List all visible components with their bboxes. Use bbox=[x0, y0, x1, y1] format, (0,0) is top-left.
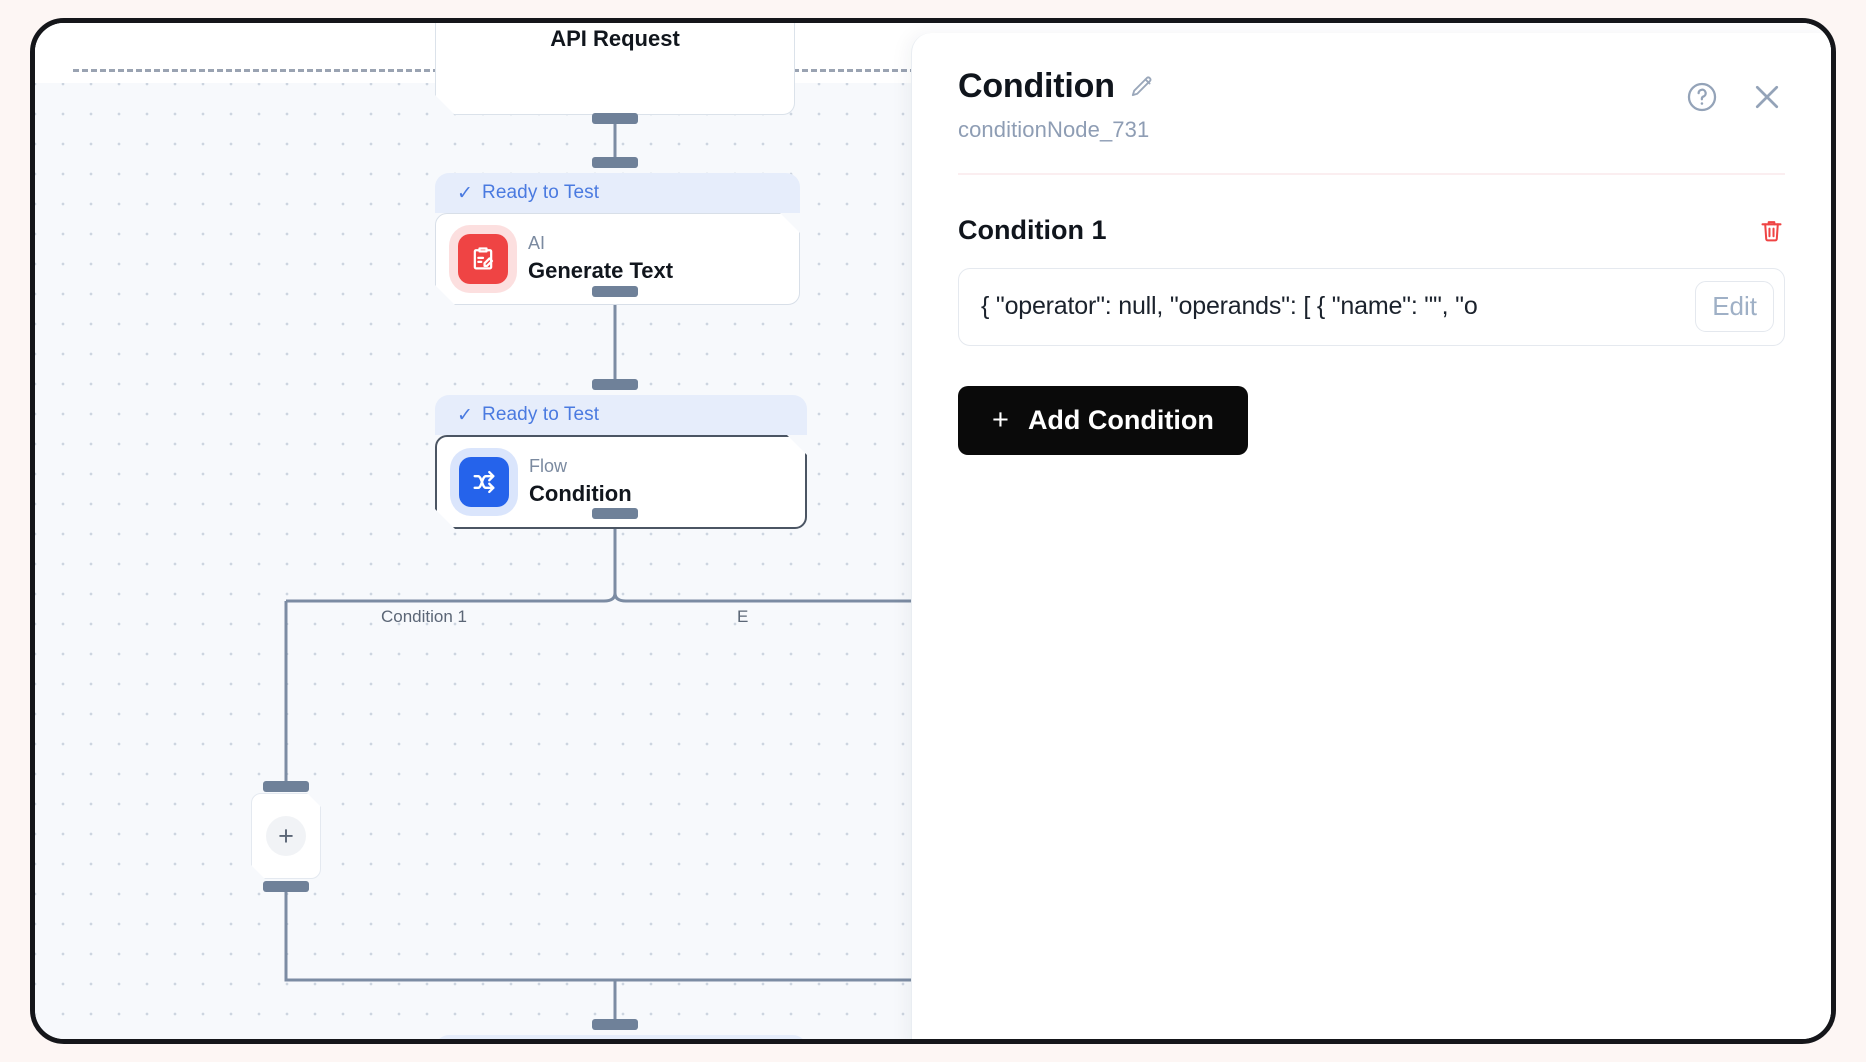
panel-actions bbox=[1685, 79, 1785, 115]
node-generate-text-kind: AI bbox=[528, 233, 546, 254]
edit-json-button[interactable]: Edit bbox=[1695, 281, 1774, 332]
port-condition-out[interactable] bbox=[592, 508, 638, 519]
node-condition-title: Condition bbox=[529, 481, 632, 507]
port-condition-in[interactable] bbox=[592, 379, 638, 390]
ai-clipboard-pencil-icon bbox=[458, 234, 508, 284]
condition-section: Condition 1 { "operator": null, "operand… bbox=[958, 215, 1785, 455]
node-generate-text-title: Generate Text bbox=[528, 258, 674, 284]
condition-json-field[interactable]: { "operator": null, "operands": [ { "nam… bbox=[958, 267, 1785, 346]
node-settings-panel: Condition conditionNode_731 bbox=[911, 33, 1831, 1039]
trash-icon[interactable] bbox=[1758, 217, 1785, 244]
plus-icon: + bbox=[266, 816, 306, 856]
condition-json-value: { "operator": null, "operands": [ { "nam… bbox=[981, 292, 1478, 320]
plus-icon: + bbox=[992, 403, 1009, 436]
node-generate-text-text: AI Generate Text bbox=[528, 234, 673, 283]
node-card-generate-text[interactable]: AI Generate Text bbox=[435, 213, 800, 305]
question-circle-icon[interactable] bbox=[1685, 80, 1719, 114]
status-badge-label: Ready to Test bbox=[482, 182, 600, 203]
node-condition-text: Flow Condition bbox=[529, 457, 632, 506]
add-condition-button[interactable]: + Add Condition bbox=[958, 385, 1248, 455]
add-condition-label: Add Condition bbox=[1027, 404, 1214, 435]
node-api-request-title: API Request bbox=[550, 26, 680, 51]
page-title: Condition bbox=[958, 67, 1115, 105]
port-bottom-node-in[interactable] bbox=[592, 1019, 638, 1030]
node-generate-text[interactable]: ✓ Ready to Test AI Generate Text bbox=[435, 173, 800, 305]
check-icon: ✓ bbox=[457, 182, 474, 204]
pencil-icon[interactable] bbox=[1129, 74, 1155, 100]
port-add-node-out[interactable] bbox=[263, 881, 309, 892]
panel-title-row: Condition bbox=[958, 67, 1785, 106]
node-id-label: conditionNode_731 bbox=[958, 117, 1150, 142]
close-icon[interactable] bbox=[1749, 79, 1785, 115]
app-window-frame: API Request ✓ Ready to Test bbox=[30, 18, 1836, 1044]
add-node-button[interactable]: + bbox=[251, 793, 321, 879]
edge-label-condition-1: Condition 1 bbox=[381, 607, 468, 626]
port-api-request-out[interactable] bbox=[592, 113, 638, 124]
node-api-request[interactable]: API Request bbox=[435, 18, 795, 115]
port-generate-text-in[interactable] bbox=[592, 157, 638, 168]
check-icon: ✓ bbox=[457, 404, 474, 426]
panel-header: Condition conditionNode_731 bbox=[958, 67, 1785, 143]
node-bottom[interactable]: ✓ Ready to Test bbox=[435, 1035, 807, 1039]
status-badge-bottom: ✓ Ready to Test bbox=[435, 1035, 807, 1039]
edge-label-else: E bbox=[737, 607, 749, 626]
panel-divider bbox=[958, 173, 1785, 175]
status-badge-label: Ready to Test bbox=[482, 404, 600, 425]
status-badge-condition: ✓ Ready to Test bbox=[435, 395, 807, 435]
port-generate-text-out[interactable] bbox=[592, 286, 638, 297]
node-condition-kind: Flow bbox=[529, 456, 568, 477]
status-badge-generate-text: ✓ Ready to Test bbox=[435, 173, 800, 213]
port-add-node-in[interactable] bbox=[263, 781, 309, 792]
condition-title: Condition 1 bbox=[958, 214, 1107, 245]
condition-header-row: Condition 1 bbox=[958, 215, 1785, 246]
flow-branch-icon bbox=[459, 457, 509, 507]
